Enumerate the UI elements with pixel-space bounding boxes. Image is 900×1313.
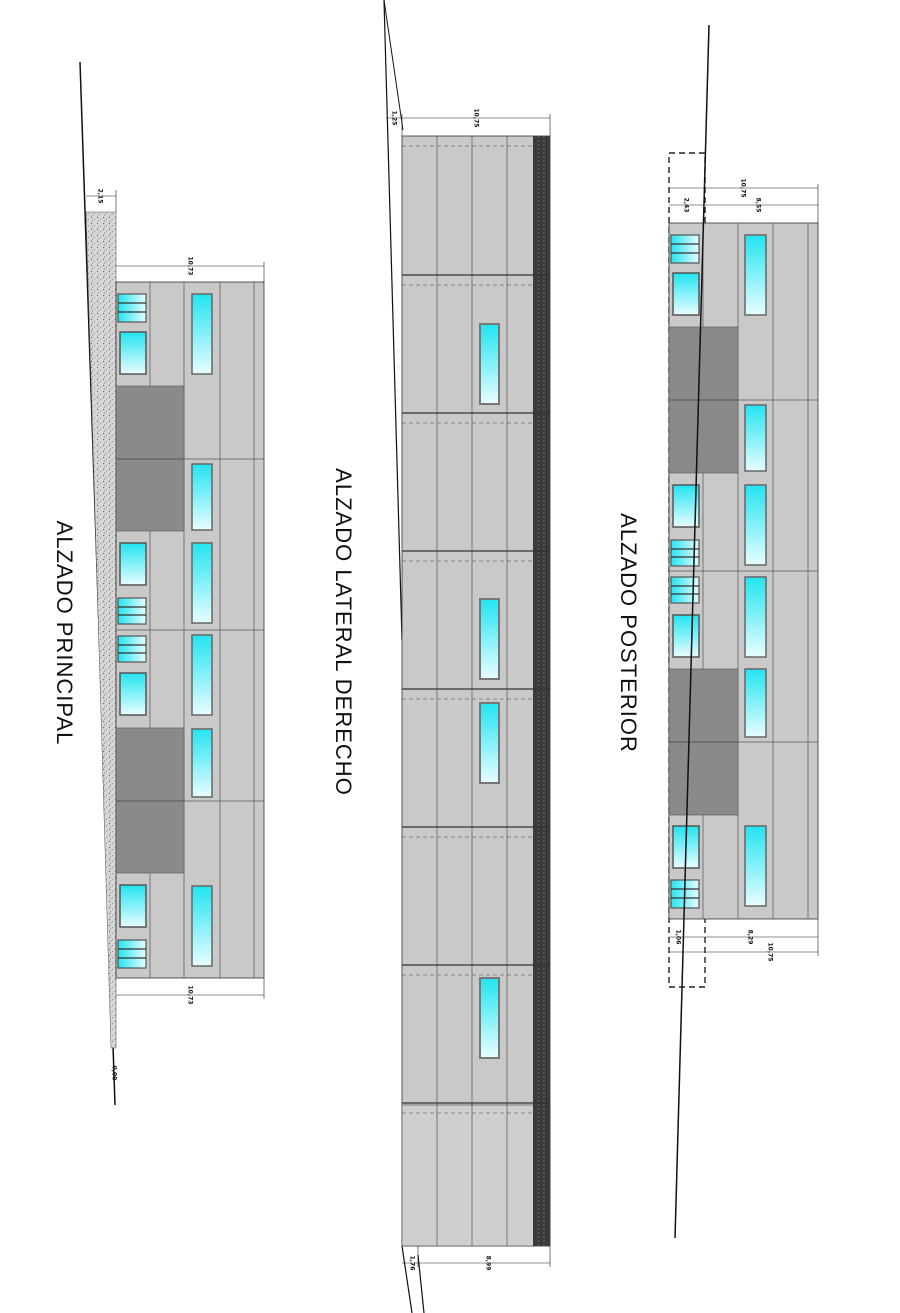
window: [670, 576, 700, 604]
terrain-line: [674, 24, 710, 1239]
window: [117, 597, 147, 625]
window: [744, 825, 767, 907]
dimension-label: 8,29: [746, 929, 754, 945]
window: [479, 977, 500, 1059]
window: [119, 542, 147, 586]
dimension-label: 2,43: [682, 197, 690, 213]
window: [479, 702, 500, 784]
dimension-label: 10,73: [186, 256, 194, 276]
dimension-label: 1,25: [390, 110, 398, 126]
elevation-lateral: [383, 0, 551, 1313]
window: [670, 234, 700, 264]
terrain-line: [401, 1245, 413, 1313]
window: [672, 614, 700, 658]
elevation-principal: [79, 61, 265, 1106]
window: [191, 634, 213, 716]
dimension-label: 10,75: [766, 942, 774, 962]
window: [744, 576, 767, 658]
dimension-label: 1,76: [408, 1255, 416, 1271]
window: [744, 234, 767, 316]
window: [119, 672, 147, 716]
window: [119, 884, 147, 928]
dimension-label: 2,15: [96, 188, 104, 204]
dimension-label: 1,06: [674, 929, 682, 945]
window: [744, 668, 767, 738]
dimension-label: 10,75: [472, 108, 480, 128]
title-alzado-posterior: ALZADO POSTERIOR: [616, 513, 641, 753]
window: [479, 598, 500, 680]
window: [117, 293, 147, 323]
window: [117, 939, 147, 969]
window: [191, 728, 213, 798]
window: [744, 404, 767, 472]
terrain-line: [417, 1254, 425, 1313]
title-alzado-principal: ALZADO PRINCIPAL: [52, 520, 77, 746]
window: [191, 463, 213, 531]
dimension-label: 8,55: [754, 197, 762, 213]
terrain-line: [383, 0, 404, 131]
dimension-label: 8,99: [484, 1255, 492, 1271]
window: [191, 293, 213, 375]
window: [119, 331, 147, 375]
window: [744, 484, 767, 566]
cornice-edge: [533, 136, 550, 1246]
dimension-label: 10,75: [739, 178, 747, 198]
window: [191, 885, 213, 967]
window: [191, 542, 213, 624]
window: [117, 635, 147, 663]
facade-body: [401, 135, 551, 1247]
terrain-line: [383, 0, 403, 641]
title-alzado-lateral-derecho: ALZADO LATERAL DERECHO: [331, 468, 356, 796]
window: [479, 323, 500, 405]
dimension-label: 0,00: [110, 1065, 118, 1081]
elevation-posterior: [668, 24, 819, 1239]
window: [672, 272, 700, 316]
terrain-gravel: [85, 211, 117, 1049]
dimension-label: 10,73: [186, 985, 194, 1005]
